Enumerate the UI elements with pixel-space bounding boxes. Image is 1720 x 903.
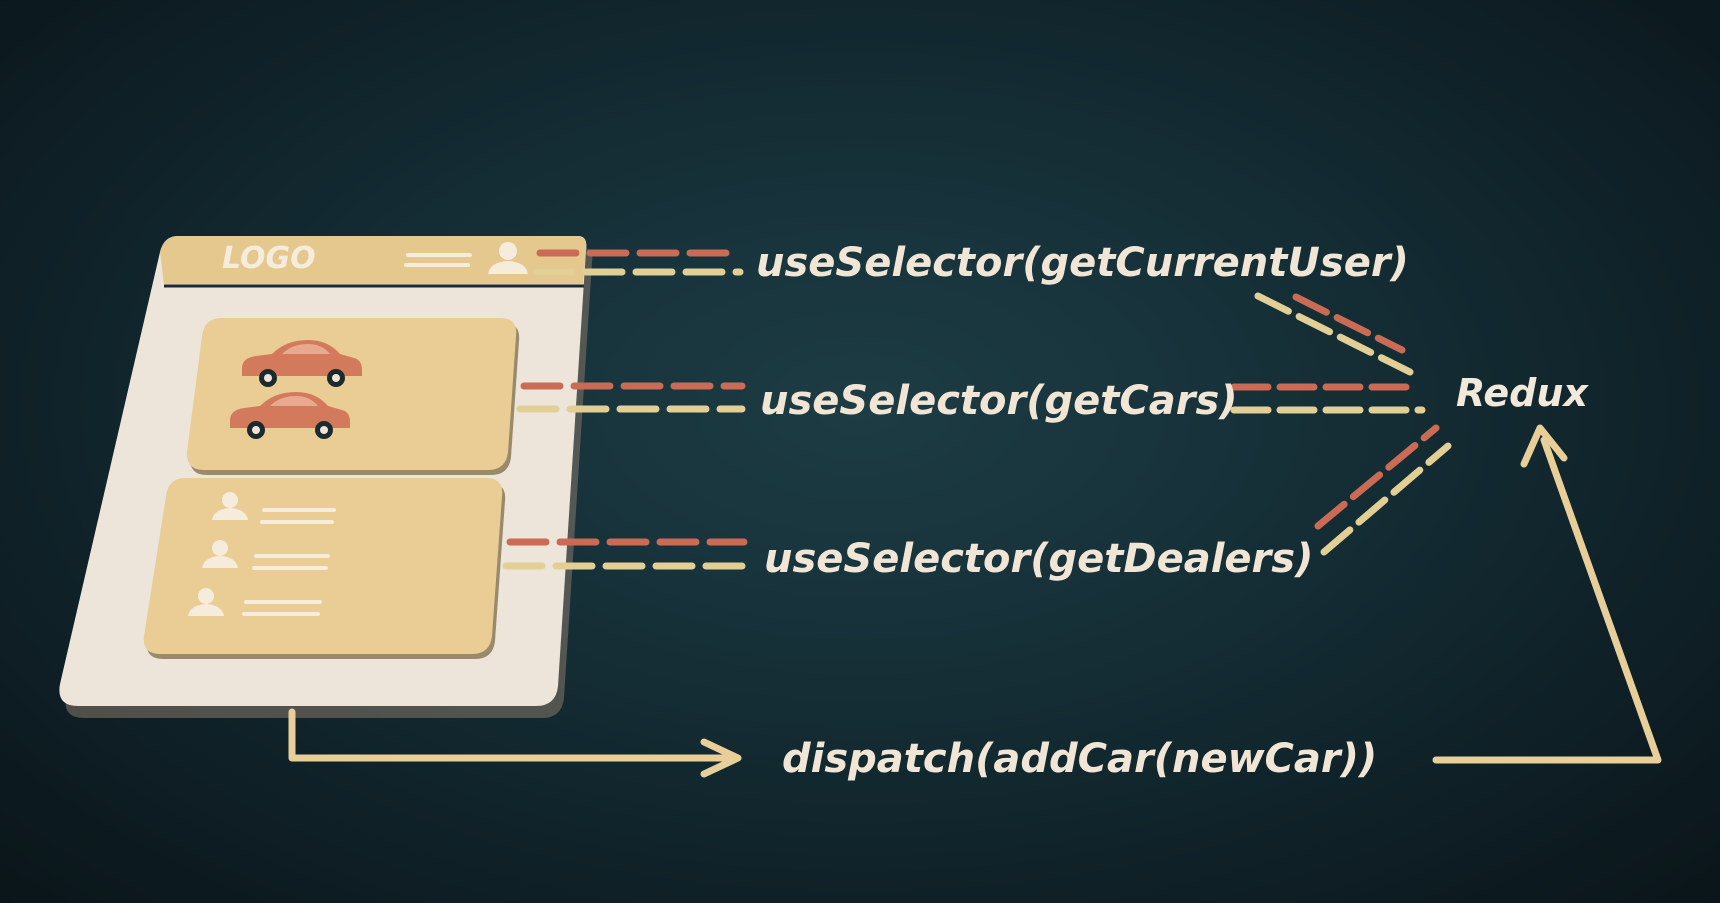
dispatch-flow: dispatch(addCar(newCar)) bbox=[288, 424, 1662, 782]
dispatch-label: dispatch(addCar(newCar)) bbox=[782, 736, 1377, 782]
dealer-list-item bbox=[212, 492, 336, 524]
car-icon bbox=[230, 392, 350, 439]
window-header bbox=[160, 236, 587, 284]
header-menu-icon bbox=[404, 253, 472, 267]
dealer-list-item bbox=[202, 540, 330, 570]
connector-dealers-redux-cream bbox=[1320, 442, 1452, 556]
dispatch-arrow-to-redux bbox=[1432, 436, 1662, 764]
connector-current-user-redux-cream bbox=[1254, 292, 1414, 376]
car-icon bbox=[242, 340, 362, 387]
connector-dealers-redux-red bbox=[1314, 424, 1440, 530]
selector-label-dealers: useSelector(getDealers) bbox=[764, 536, 1313, 582]
arrowhead-up-icon bbox=[1520, 424, 1568, 468]
redux-store-label: Redux bbox=[1456, 371, 1589, 415]
selector-label-cars: useSelector(getCars) bbox=[760, 378, 1238, 424]
user-icon bbox=[212, 492, 248, 520]
header-user-icon bbox=[488, 242, 528, 274]
cars-panel bbox=[186, 318, 517, 470]
user-icon bbox=[202, 540, 238, 568]
selector-label-current-user: useSelector(getCurrentUser) bbox=[756, 240, 1409, 286]
selector-connectors bbox=[502, 249, 1452, 570]
dealer-list-item bbox=[188, 588, 322, 616]
user-icon bbox=[188, 588, 224, 616]
dispatch-arrow-from-app bbox=[288, 708, 732, 762]
arrowhead-right-icon bbox=[700, 738, 742, 778]
logo-text: LOGO bbox=[222, 241, 316, 276]
app-window-mockup: LOGO bbox=[59, 236, 593, 718]
connector-current-user-redux-red bbox=[1292, 293, 1406, 354]
